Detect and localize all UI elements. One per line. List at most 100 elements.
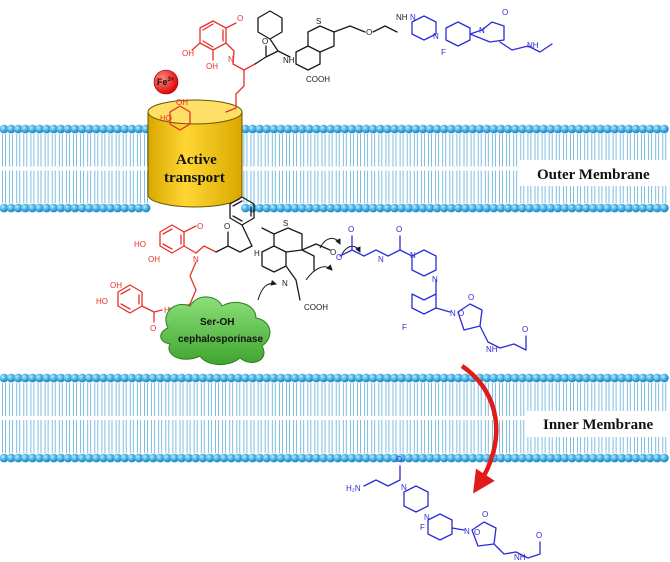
lipid-head: [241, 203, 250, 213]
lipid-head: [588, 203, 598, 213]
atom-label: N: [464, 527, 470, 536]
conjugate-middle: O N HO OH H N O OH HO O H S N COOH O: [96, 196, 528, 354]
atom-label: O: [458, 309, 464, 318]
atom-label: O: [348, 225, 354, 234]
lipid-head: [596, 124, 605, 134]
lipid-head: [233, 453, 243, 463]
cephalosporinase-enzyme: Ser-OH cephalosporinase: [160, 296, 271, 365]
lipid-head: [63, 373, 73, 383]
lipid-head: [539, 203, 548, 213]
lipid-head: [411, 124, 421, 134]
lipid-head: [454, 453, 463, 463]
lipid-head: [42, 203, 51, 213]
lipid-head: [574, 373, 584, 383]
lipid-head: [461, 203, 470, 213]
lipid-head: [283, 453, 293, 463]
lipid-head: [603, 373, 612, 383]
lipid-head: [454, 124, 463, 134]
atom-label: O: [468, 293, 474, 302]
lipid-head: [226, 453, 236, 463]
lipid-head: [659, 373, 669, 383]
lipid-head: [141, 453, 151, 463]
lipid-head: [205, 373, 215, 383]
lipid-head: [28, 203, 37, 213]
lipid-head: [91, 453, 101, 463]
lipid-head: [276, 453, 286, 463]
lipid-head: [340, 453, 350, 463]
lipid-head: [603, 453, 612, 463]
lipid-head: [404, 453, 414, 463]
lipid-head: [333, 203, 343, 213]
atom-label: OH: [110, 281, 122, 290]
lipid-head: [525, 373, 534, 383]
lipid-head: [532, 203, 541, 213]
lipid-head: [184, 453, 194, 463]
lipid-head: [312, 203, 321, 213]
atom-label: O: [336, 253, 342, 262]
lipid-head: [624, 453, 634, 463]
lipid-head: [539, 124, 548, 134]
lipid-head: [106, 373, 115, 383]
lipid-head: [411, 373, 421, 383]
lipid-head: [99, 453, 108, 463]
lipid-head: [610, 124, 619, 134]
lipid-head: [638, 124, 648, 134]
lipid-head: [475, 453, 485, 463]
release-arrow: [460, 364, 499, 494]
lipid-head: [645, 124, 655, 134]
lipid-head: [304, 124, 314, 134]
lipid-head: [397, 373, 406, 383]
lipid-head: [461, 124, 470, 134]
lipid-head: [340, 203, 350, 213]
lipid-head: [326, 124, 335, 134]
lipid-head: [326, 373, 335, 383]
lipid-head: [91, 203, 101, 213]
lipid-head: [525, 203, 534, 213]
lipid-head: [333, 453, 343, 463]
lipid-head: [411, 203, 421, 213]
lipid-head: [546, 373, 556, 383]
lipid-head: [652, 453, 662, 463]
atom-label: F: [441, 48, 446, 57]
atom-label: N: [432, 275, 438, 284]
lipid-head: [574, 124, 584, 134]
atom-label: F: [420, 523, 425, 532]
lipid-head: [418, 203, 428, 213]
lipid-head: [631, 124, 641, 134]
lipid-head: [383, 373, 392, 383]
lipid-head: [539, 373, 548, 383]
lipid-head: [454, 373, 463, 383]
lipid-head: [297, 203, 307, 213]
lipid-head: [489, 203, 499, 213]
lipid-head: [56, 203, 66, 213]
transporter-label-line2: transport: [164, 170, 225, 186]
atom-label: N: [410, 251, 416, 260]
lipid-head: [553, 124, 563, 134]
lipid-head: [489, 124, 499, 134]
lipid-head: [503, 453, 513, 463]
released-oxazolidinone: H₂N O N N F N O O NH O: [346, 455, 542, 562]
lipid-head: [574, 203, 584, 213]
lipid-head: [638, 373, 648, 383]
atom-label: N: [228, 55, 234, 64]
lipid-head: [63, 124, 73, 134]
lipid-head: [659, 124, 669, 134]
lipid-head: [148, 373, 158, 383]
lipid-head: [340, 124, 350, 134]
lipid-head: [63, 453, 73, 463]
atom-label: N: [401, 483, 407, 492]
lipid-head: [610, 453, 619, 463]
lipid-head: [13, 453, 23, 463]
lipid-head: [560, 453, 570, 463]
lipid-head: [276, 124, 286, 134]
lipid-head: [446, 453, 456, 463]
lipid-head: [645, 203, 655, 213]
lipid-head: [581, 124, 591, 134]
lipid-head: [241, 373, 250, 383]
lipid-head: [546, 124, 556, 134]
lipid-head: [482, 124, 492, 134]
lipid-head: [603, 203, 612, 213]
lipid-head: [28, 124, 37, 134]
enzyme-label-line1: Ser-OH: [200, 317, 234, 328]
lipid-head: [652, 203, 662, 213]
